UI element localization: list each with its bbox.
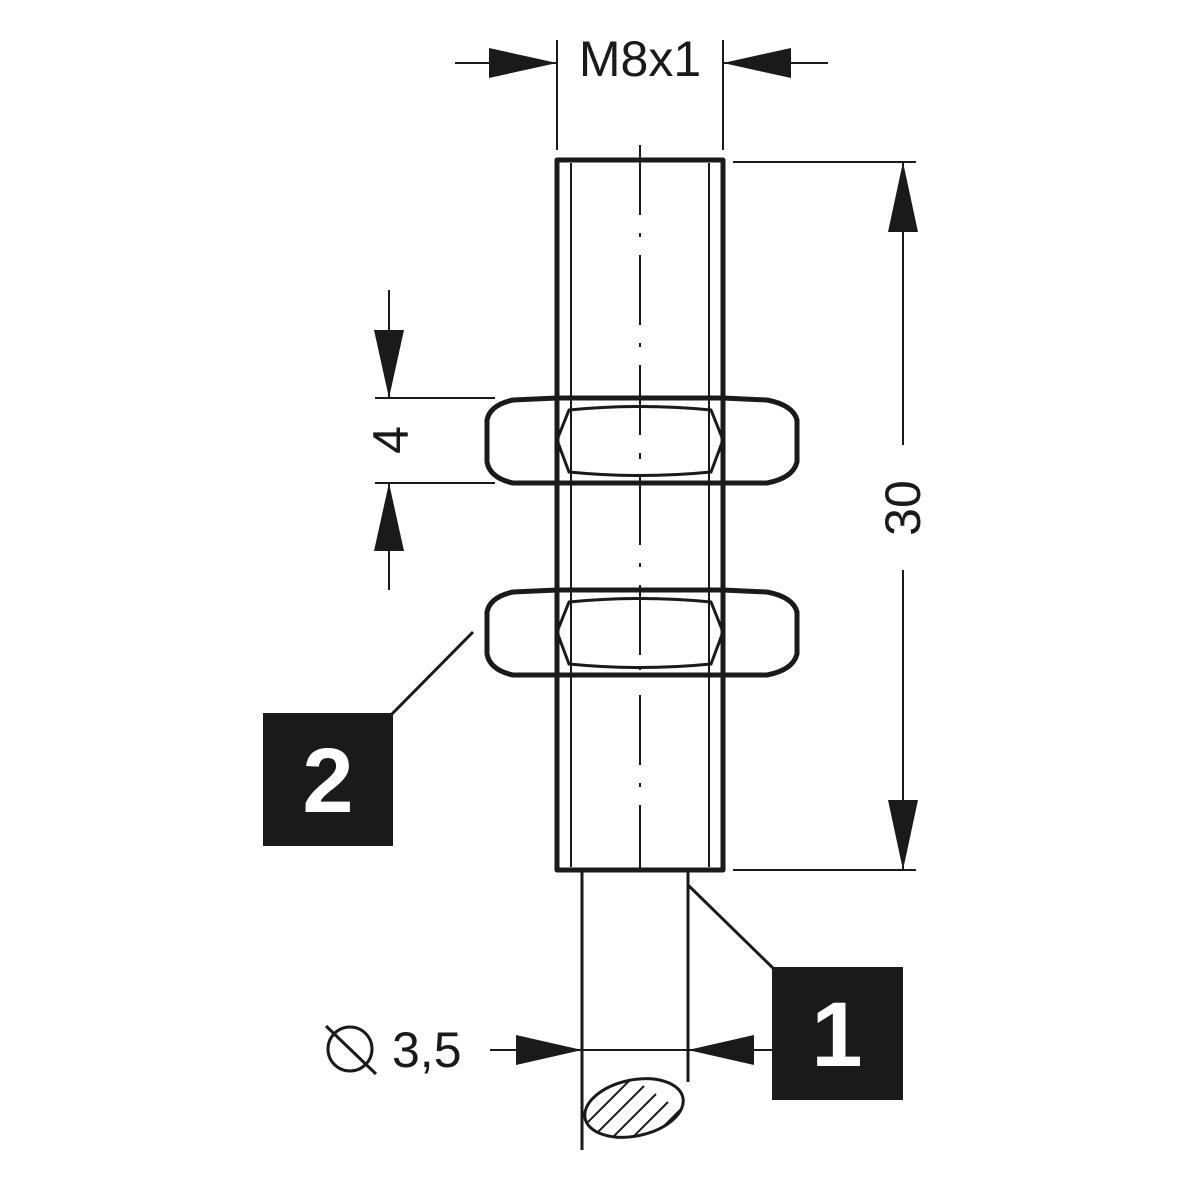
cable-diameter-label: 3,5: [392, 1022, 462, 1078]
callout-nut: 2: [263, 630, 475, 846]
cable-hatch: [579, 1070, 689, 1146]
nut-thickness-label: 4: [363, 426, 419, 454]
callout-nut-number: 2: [302, 730, 353, 832]
dimension-cable-diameter: 3,5: [324, 1022, 775, 1078]
diameter-icon: [324, 1024, 378, 1076]
thread-size-label: M8x1: [579, 31, 701, 87]
length-label: 30: [875, 480, 931, 536]
dimension-nut-thickness: 4: [363, 290, 495, 590]
dimension-thread: M8x1: [455, 31, 828, 150]
nut-lower: [484, 587, 800, 678]
callout-cable-number: 1: [811, 984, 862, 1086]
callout-cable: 1: [686, 883, 903, 1100]
nut-upper: [484, 395, 800, 486]
cable: [579, 872, 690, 1150]
dimension-length: 30: [733, 161, 931, 871]
